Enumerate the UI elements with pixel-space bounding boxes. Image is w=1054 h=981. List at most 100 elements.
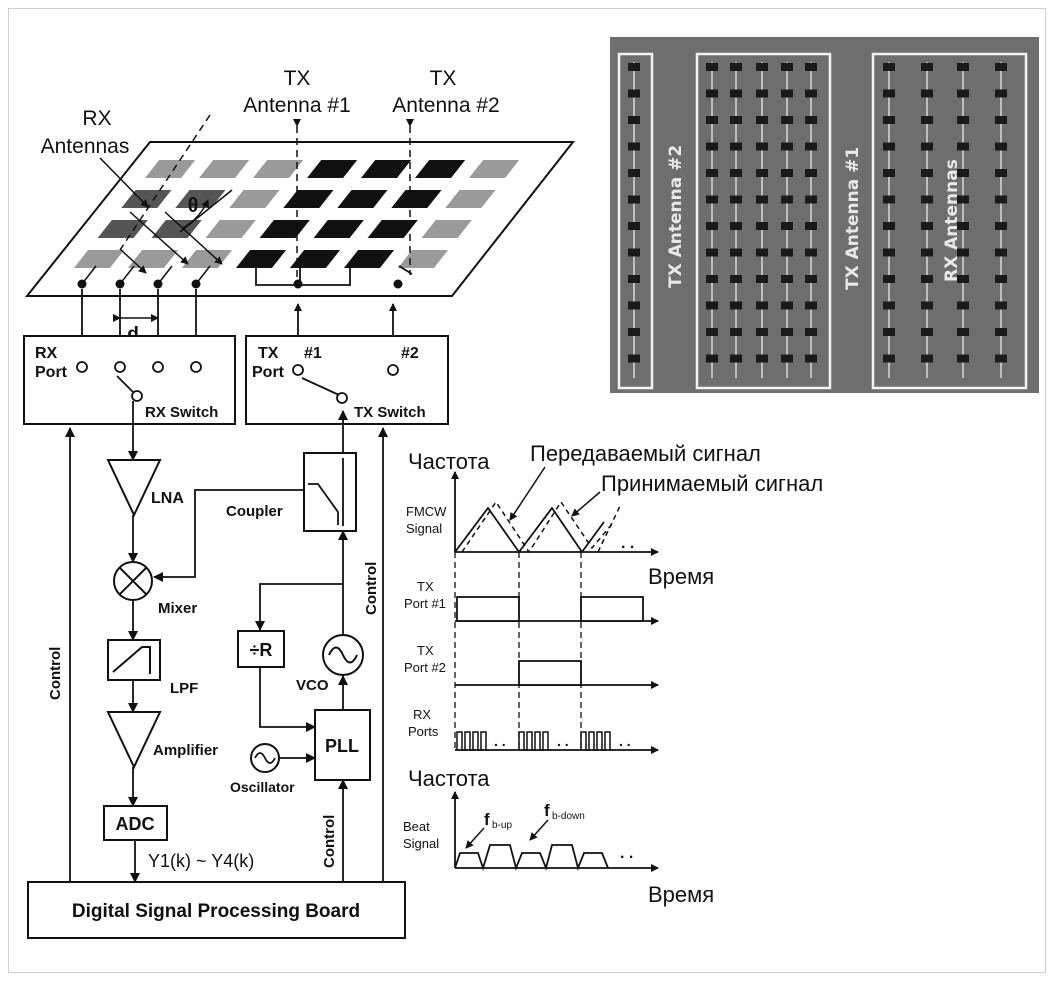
lna-triangle — [106, 459, 162, 518]
photo-patch — [781, 301, 793, 310]
photo-patch — [805, 301, 817, 310]
antenna-patch — [127, 250, 179, 268]
photo-patch — [995, 301, 1007, 310]
mixer-symbol — [113, 561, 153, 601]
photo-patch — [805, 248, 817, 257]
photo-patch — [957, 195, 969, 204]
amplifier-triangle — [106, 711, 162, 770]
photo-patch — [883, 142, 895, 151]
received-signal-label: Принимаемый сигнал — [601, 471, 823, 496]
freq-label-1: Частота — [408, 449, 490, 474]
photo-patch — [628, 328, 640, 336]
rx-pulse-group — [518, 731, 551, 751]
photo-patch — [730, 195, 742, 204]
photo-patch — [756, 142, 768, 151]
spacing-d-label: d — [127, 324, 139, 345]
antenna-patch — [145, 160, 196, 178]
antenna-patch — [283, 190, 334, 208]
photo-patch — [756, 195, 768, 204]
photo-patch — [995, 354, 1007, 363]
rx-pulse-group — [580, 731, 613, 751]
photo-patch — [805, 169, 817, 177]
photo-patch — [921, 222, 933, 230]
tx-port-label-2: Port — [252, 364, 285, 381]
photo-patch — [805, 354, 817, 363]
tx-port2-label-1: TX — [417, 643, 434, 658]
photo-patch — [730, 169, 742, 177]
photo-patch — [883, 63, 895, 71]
rx-switch-box — [23, 335, 236, 425]
photo-patch — [781, 275, 793, 283]
photo-patch — [628, 142, 640, 151]
photo-patch — [883, 275, 895, 283]
photo-patch — [628, 116, 640, 124]
photo-patch — [706, 116, 718, 124]
photo-patch — [957, 222, 969, 230]
vco-label: VCO — [296, 677, 329, 694]
divider-to-pll-line — [259, 667, 316, 732]
beat-ellipsis: . . — [620, 845, 633, 862]
fmcw-axes — [451, 471, 659, 556]
antenna-patch — [421, 220, 472, 238]
photo-patch — [706, 89, 718, 98]
rx-ellipsis-1: . . — [494, 733, 506, 749]
antenna-board — [24, 141, 576, 297]
feed-points — [77, 265, 403, 289]
photo-patch — [756, 63, 768, 71]
theta-arc — [182, 199, 209, 229]
theta-label: θ — [188, 195, 199, 217]
photo-patch — [921, 195, 933, 204]
fb-up-subscript: b-up — [492, 820, 512, 831]
oscillator-symbol — [250, 743, 280, 773]
antenna-patch — [343, 250, 395, 268]
photo-patch — [805, 222, 817, 230]
fb-down-subscript: b-down — [552, 811, 585, 822]
antenna-patch — [391, 190, 442, 208]
photo-patch — [883, 248, 895, 257]
photo-patch — [921, 89, 933, 98]
photo-patch — [628, 248, 640, 257]
tx-antenna2-label-2: Antenna #2 — [392, 94, 499, 117]
rx-ellipsis-3: . . — [619, 733, 631, 749]
tx-switch-box — [245, 335, 449, 425]
photo-patch — [957, 354, 969, 363]
photo-patch — [706, 169, 718, 177]
photo-patch — [706, 301, 718, 310]
photo-patch — [730, 142, 742, 151]
tx-port1-label-2: Port #1 — [404, 596, 446, 611]
tx-port1-pulse-2 — [580, 596, 644, 622]
photo-patch — [883, 89, 895, 98]
rx-antennas-pointer — [99, 157, 149, 208]
photo-patch — [995, 142, 1007, 151]
photo-patch — [756, 116, 768, 124]
photo-patch — [706, 142, 718, 151]
photo-tx2-label: TX Antenna #2 — [666, 145, 686, 288]
lpf-label: LPF — [170, 680, 198, 697]
antenna-patch — [337, 190, 388, 208]
photo-patch — [995, 195, 1007, 204]
vco-symbol — [322, 634, 364, 676]
photo-patch — [756, 328, 768, 336]
photo-patch — [995, 222, 1007, 230]
fmcw-ellipsis: . . — [621, 535, 634, 552]
photo-patch — [957, 248, 969, 257]
photo-patch — [730, 301, 742, 310]
sync-dashed-lines — [454, 552, 582, 750]
tx-port1-label-1: TX — [417, 579, 434, 594]
incident-wave-arrow-1 — [129, 211, 189, 265]
photo-patch — [781, 195, 793, 204]
photo-patch — [706, 354, 718, 363]
photo-patch — [756, 89, 768, 98]
photo-patch — [805, 63, 817, 71]
photo-patch — [756, 169, 768, 177]
photo-tx2-frame — [617, 52, 654, 390]
lo-to-mixer-line — [153, 489, 303, 582]
fb-down-label: f — [544, 801, 550, 820]
time-label-1: Время — [648, 564, 714, 589]
dsp-board-label: Digital Signal Processing Board — [72, 901, 360, 922]
beat-label-2: Signal — [403, 836, 439, 851]
tx-port1-pulse-1 — [456, 596, 520, 622]
photo-patch — [706, 222, 718, 230]
photo-patch — [957, 328, 969, 336]
photo-patch — [957, 89, 969, 98]
